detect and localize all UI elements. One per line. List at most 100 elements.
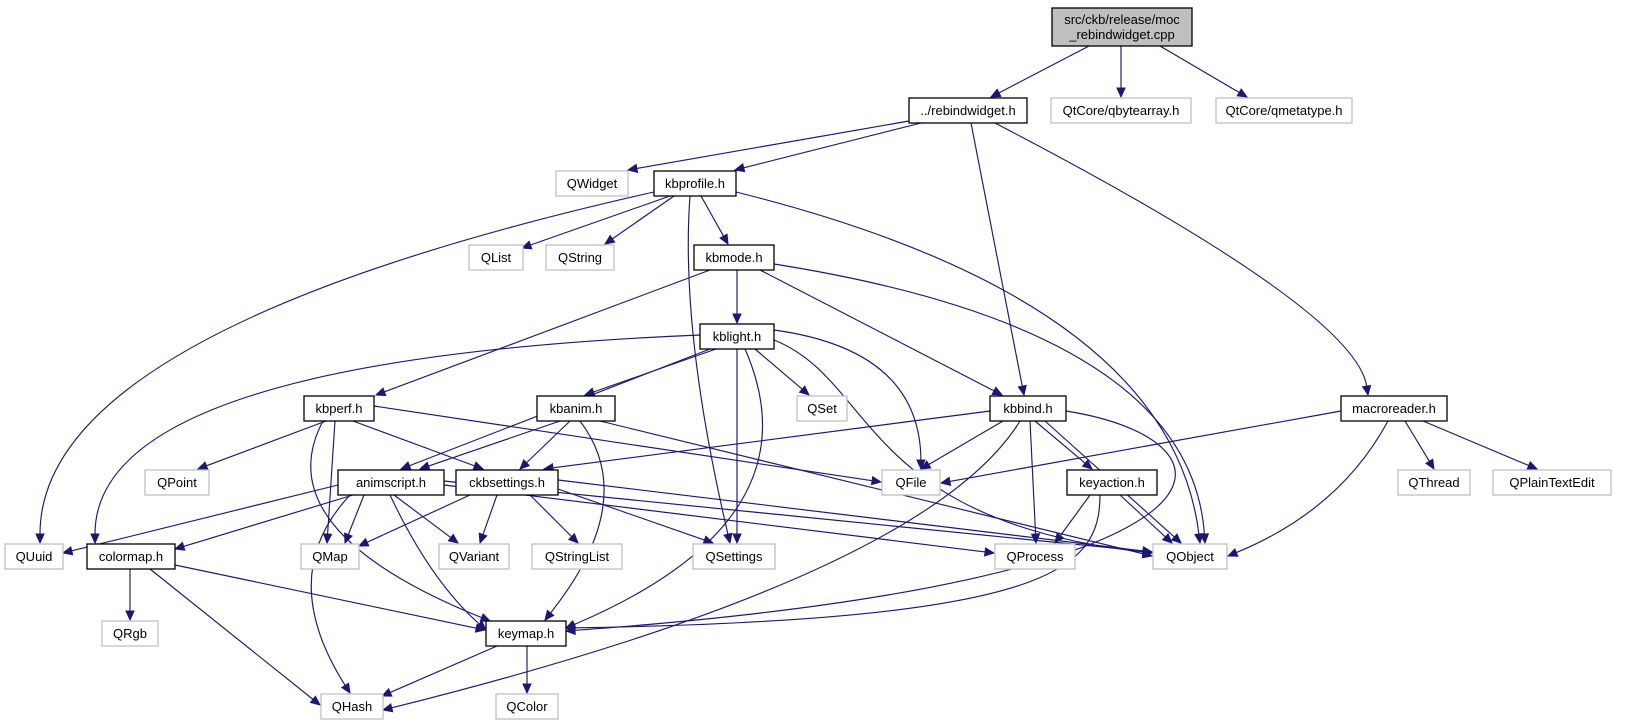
edge-line [743, 122, 922, 169]
node-macroreader[interactable]: macroreader.h [1340, 395, 1448, 422]
node-box [531, 543, 623, 570]
arrowhead-icon [798, 385, 810, 396]
node-box [699, 323, 775, 350]
edge-kbprofile-to-kbmode [700, 195, 729, 246]
node-qwidget[interactable]: QWidget [555, 170, 629, 197]
node-box [1340, 395, 1448, 422]
node-animscript[interactable]: animscript.h [337, 469, 445, 496]
node-qfile[interactable]: QFile [881, 469, 941, 496]
node-rebindwidget[interactable]: ../rebindwidget.h [908, 97, 1028, 124]
node-kbmode[interactable]: kbmode.h [693, 244, 775, 271]
edge-line [373, 405, 873, 482]
arrowhead-icon [991, 386, 1004, 396]
arrowhead-icon [125, 610, 135, 622]
node-qmap[interactable]: QMap [300, 543, 360, 570]
node-qstringlist[interactable]: QStringList [531, 543, 623, 570]
node-label: QtCore/qbytearray.h [1063, 103, 1180, 118]
node-label: kbprofile.h [665, 176, 725, 191]
node-moc[interactable]: src/ckb/release/moc_rebindwidget.cpp [1051, 7, 1193, 47]
node-qobject[interactable]: QObject [1152, 543, 1228, 570]
node-qset[interactable]: QSet [796, 395, 848, 422]
edge-animscript-to-qmap [344, 494, 365, 545]
node-qsettings[interactable]: QSettings [692, 543, 776, 570]
node-qrgb[interactable]: QRgb [101, 620, 159, 647]
node-qplaintextedit[interactable]: QPlainTextEdit [1492, 469, 1612, 496]
edge-line [352, 420, 475, 467]
node-label: kbmode.h [705, 250, 762, 265]
arrowhead-icon [1161, 533, 1173, 544]
node-box [468, 244, 524, 271]
node-kblight[interactable]: kblight.h [699, 323, 775, 350]
edge-line [174, 564, 477, 629]
edge-moc-to-qmetatype [1159, 45, 1249, 98]
edge-line [347, 494, 365, 535]
node-qmetatype[interactable]: QtCore/qmetatype.h [1215, 97, 1353, 124]
node-qprocess[interactable]: QProcess [994, 543, 1076, 570]
node-box [1066, 469, 1158, 496]
node-label: QColor [506, 699, 548, 714]
arrowhead-icon [919, 460, 932, 470]
node-keyaction[interactable]: keyaction.h [1066, 469, 1158, 496]
node-label: kblight.h [713, 329, 761, 344]
arrowhead-icon [380, 687, 393, 697]
node-keymap[interactable]: keymap.h [485, 620, 567, 647]
node-label: ckbsettings.h [469, 475, 545, 490]
node-label: QObject [1166, 549, 1214, 564]
edge-animscript-to-qhash [310, 494, 351, 695]
edge-line [71, 484, 339, 552]
node-quuid[interactable]: QUuid [4, 543, 64, 570]
arrowhead-icon [374, 387, 387, 397]
edge-line [183, 494, 354, 547]
node-kbbind[interactable]: kbbind.h [989, 395, 1067, 422]
arrowhead-icon [340, 682, 351, 695]
arrowhead-icon [357, 537, 370, 547]
edge-line [443, 484, 986, 553]
edge-line [552, 410, 991, 469]
arrowhead-icon [90, 533, 100, 545]
node-box [1215, 97, 1353, 124]
node-box [989, 395, 1067, 422]
edge-line [443, 480, 1144, 552]
node-label: keymap.h [498, 626, 554, 641]
node-kbprofile[interactable]: kbprofile.h [653, 170, 737, 197]
edge-macroreader-to-qobject [1226, 420, 1389, 557]
node-box [536, 395, 616, 422]
node-qpoint[interactable]: QPoint [144, 469, 210, 496]
node-qlist[interactable]: QList [468, 244, 524, 271]
arrowhead-icon [1226, 547, 1239, 557]
arrowhead-icon [603, 234, 616, 245]
node-qthread[interactable]: QThread [1397, 469, 1471, 496]
edge-line [612, 195, 675, 240]
node-qbytearray[interactable]: QtCore/qbytearray.h [1050, 97, 1192, 124]
edge-keyaction-to-qprocess [1054, 494, 1091, 544]
node-qstring[interactable]: QString [545, 244, 615, 271]
edge-line [1034, 420, 1086, 464]
node-ckbsettings[interactable]: ckbsettings.h [455, 469, 559, 496]
node-qvariant[interactable]: QVariant [438, 543, 510, 570]
arrowhead-icon [567, 532, 579, 544]
node-label: ../rebindwidget.h [920, 103, 1015, 118]
node-kbanim[interactable]: kbanim.h [536, 395, 616, 422]
node-box [101, 620, 159, 647]
arrowhead-icon [1081, 459, 1093, 470]
edge-kbbind-to-keyaction [1034, 420, 1093, 470]
edge-kbbind-to-qprocess [1029, 420, 1041, 545]
node-qcolor[interactable]: QColor [495, 693, 559, 720]
node-box [300, 543, 360, 570]
arrowhead-icon [1199, 533, 1210, 545]
arrowhead-icon [1054, 532, 1065, 544]
node-label: QUuid [16, 549, 53, 564]
arrowhead-icon [719, 233, 729, 246]
nodes-layer: src/ckb/release/moc_rebindwidget.cpp ../r… [4, 7, 1612, 720]
node-colormap[interactable]: colormap.h [86, 543, 176, 570]
node-label: QFile [895, 475, 926, 490]
edge-kbperf-to-qpoint [196, 420, 327, 471]
node-kbperf[interactable]: kbperf.h [303, 395, 375, 422]
edge-line [391, 420, 1021, 709]
edge-line [928, 420, 1004, 465]
edge-kblight-to-kbanim [583, 348, 717, 397]
edge-line [1236, 420, 1389, 554]
edge-line [759, 269, 995, 392]
node-qhash[interactable]: QHash [320, 693, 384, 720]
node-box [495, 693, 559, 720]
